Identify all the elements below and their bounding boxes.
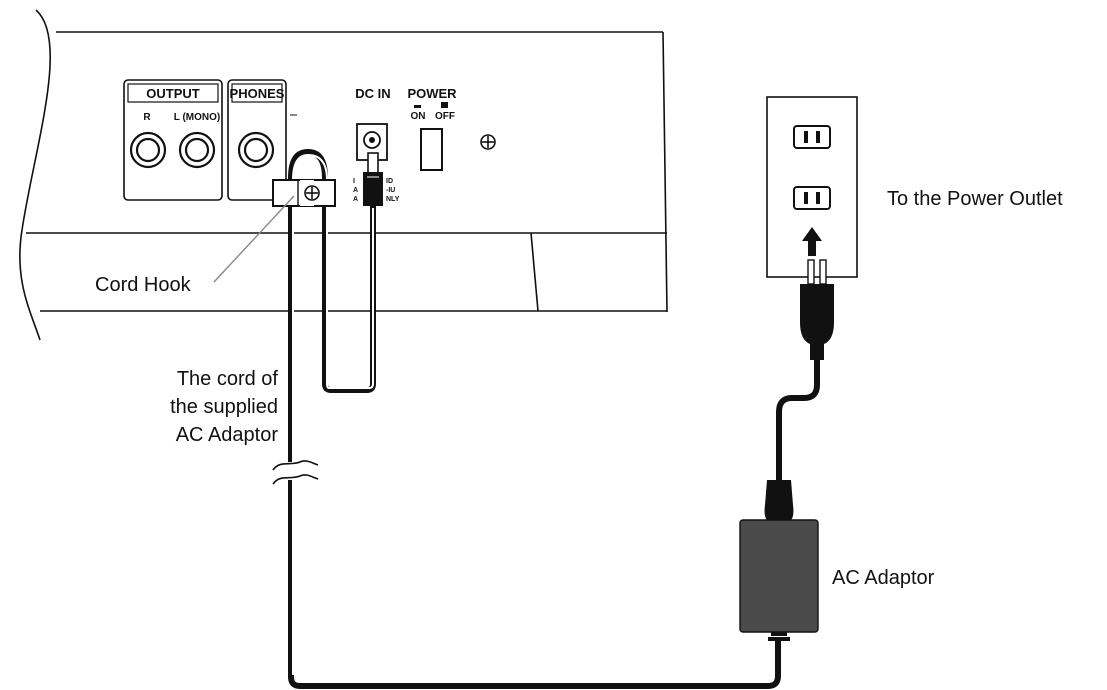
mains-plug bbox=[800, 259, 834, 360]
phones-title: PHONES bbox=[230, 86, 285, 101]
hook-screw-icon bbox=[304, 185, 320, 201]
mains-cord bbox=[776, 360, 820, 480]
dc-fine-right-2: -IU bbox=[386, 187, 395, 194]
output-jacks: OUTPUT R L (MONO) bbox=[123, 79, 223, 201]
outlet-socket-top bbox=[793, 125, 831, 149]
power-title: POWER bbox=[407, 86, 457, 101]
power-switch-area: POWER ON OFF bbox=[407, 86, 496, 171]
output-l-jack[interactable] bbox=[178, 131, 216, 169]
dc-cord-inner-stroke bbox=[292, 153, 374, 675]
output-title: OUTPUT bbox=[146, 86, 200, 101]
cord-desc-line-2: the supplied bbox=[170, 396, 278, 418]
dc-in-jack[interactable]: DC IN I A A ID -IU NLY bbox=[353, 86, 400, 203]
output-r-label: R bbox=[143, 112, 151, 123]
insert-arrow-icon bbox=[802, 227, 822, 256]
dc-fine-left-1: I bbox=[353, 178, 355, 185]
instrument-left-curve bbox=[19, 9, 52, 341]
dc-fine-left-2: A bbox=[353, 187, 358, 194]
output-r-jack[interactable] bbox=[129, 131, 167, 169]
cord-desc-line-3: AC Adaptor bbox=[176, 424, 279, 446]
cord-desc-line-1: The cord of bbox=[177, 368, 279, 390]
dc-fine-right-1: ID bbox=[386, 178, 393, 185]
ac-adaptor bbox=[739, 480, 819, 641]
cord-hook-leader bbox=[213, 195, 295, 283]
phones-jack-block: PHONES bbox=[227, 79, 297, 201]
phones-jack[interactable] bbox=[237, 131, 275, 169]
dc-fine-right-3: NLY bbox=[386, 196, 400, 203]
dc-fine-left-3: A bbox=[353, 196, 358, 203]
output-l-label: L (MONO) bbox=[174, 112, 220, 123]
power-off-label: OFF bbox=[435, 111, 455, 122]
power-on-label: ON bbox=[411, 111, 426, 122]
dc-in-label: DC IN bbox=[355, 86, 390, 101]
outlet-socket-bottom[interactable] bbox=[793, 186, 831, 210]
dc-plug bbox=[363, 152, 383, 206]
instrument-right-edge bbox=[662, 31, 668, 313]
ac-adaptor-label: AC Adaptor bbox=[832, 567, 935, 589]
ground-screw-icon bbox=[480, 134, 496, 150]
cord-break-symbol bbox=[272, 460, 319, 485]
power-switch[interactable] bbox=[420, 128, 443, 171]
dc-cord-loop bbox=[288, 149, 781, 689]
power-outlet-label: To the Power Outlet bbox=[887, 188, 1063, 210]
instrument-base-divider bbox=[530, 232, 539, 312]
cord-hook-label: Cord Hook bbox=[95, 274, 192, 296]
instrument-body bbox=[19, 9, 668, 341]
cord-hook bbox=[272, 179, 336, 207]
